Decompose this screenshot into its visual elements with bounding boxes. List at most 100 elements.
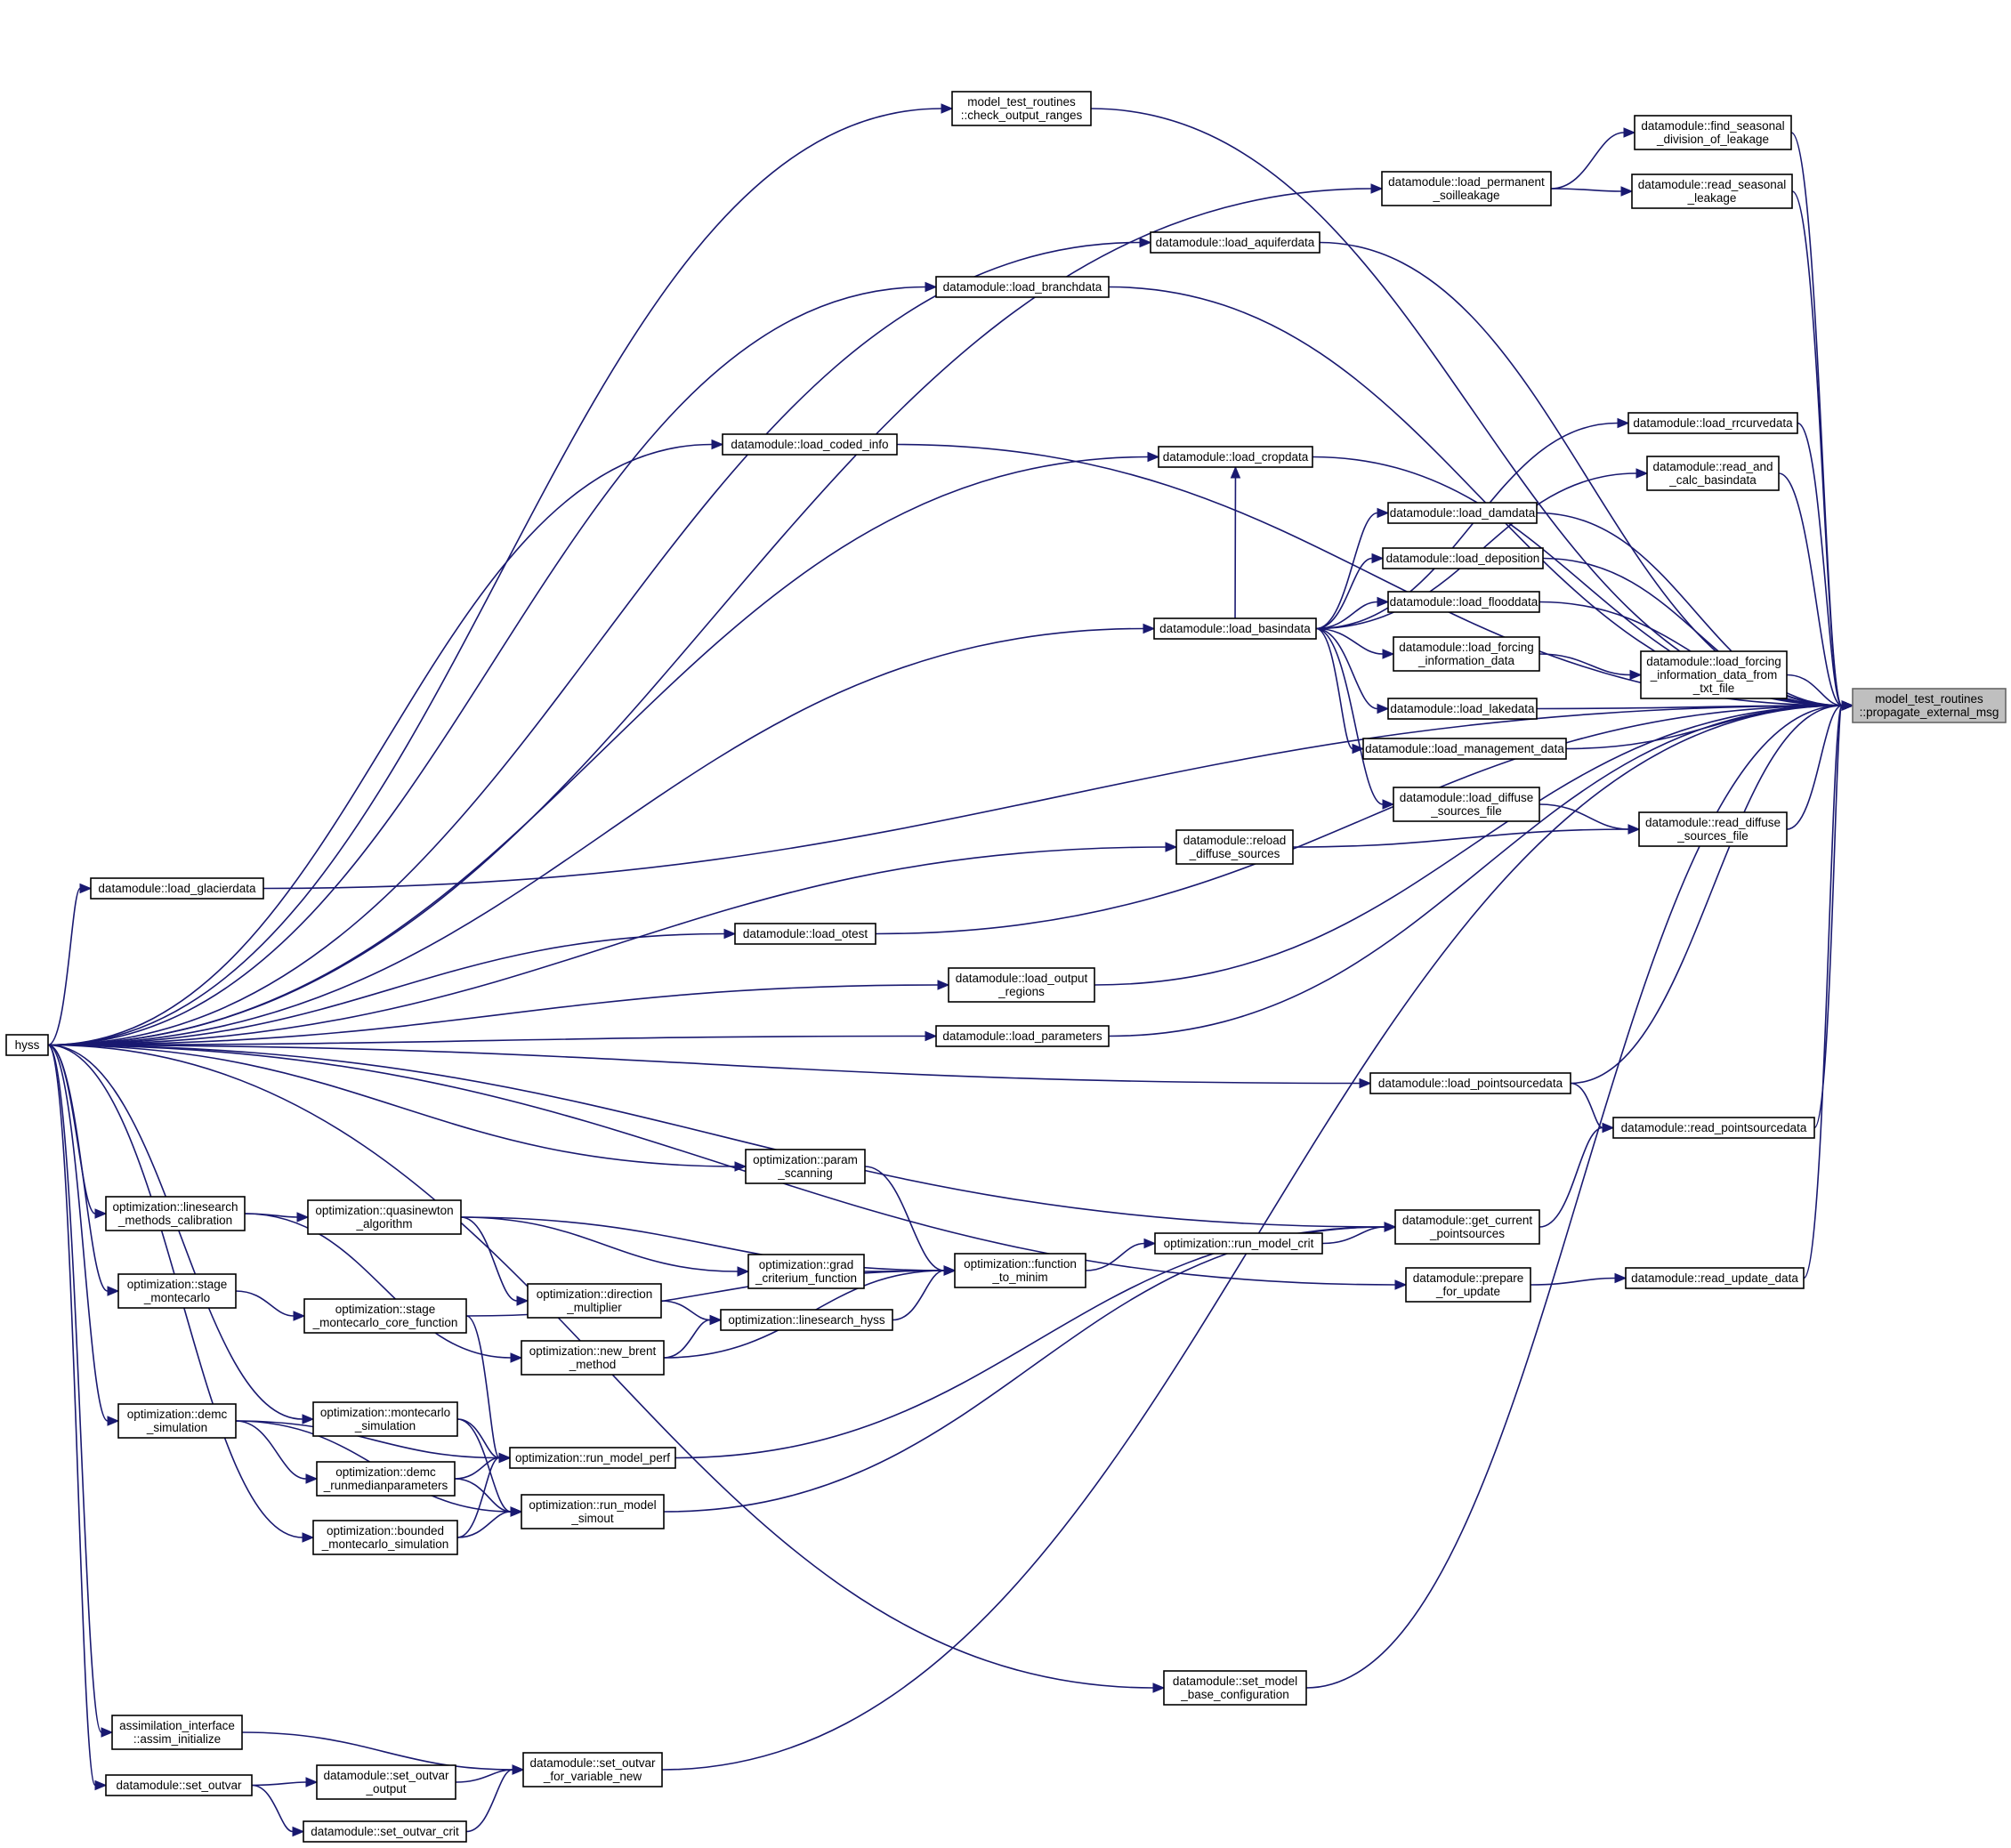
- node-load-rrcurvedata[interactable]: datamodule::load_rrcurvedata: [1627, 412, 1798, 434]
- node-load-output-regions[interactable]: datamodule::load_output_regions: [948, 967, 1095, 1003]
- arrowhead-icon: [510, 1506, 523, 1517]
- node-label: _division_of_leakage: [1656, 133, 1769, 146]
- node-load-forcing-txt[interactable]: datamodule::load_forcing_information_dat…: [1640, 650, 1788, 699]
- edge-hyss-to-load_otest: [47, 928, 737, 1046]
- node-bounded-mc[interactable]: optimization::bounded_montecarlo_simulat…: [312, 1520, 458, 1555]
- node-load-lakedata[interactable]: datamodule::load_lakedata: [1387, 698, 1538, 720]
- node-load-forcing[interactable]: datamodule::load_forcing_information_dat…: [1393, 636, 1540, 672]
- node-run-model-perf[interactable]: optimization::run_model_perf: [509, 1447, 676, 1469]
- node-load-aquiferdata[interactable]: datamodule::load_aquiferdata: [1150, 231, 1320, 254]
- node-box: [1405, 1267, 1531, 1303]
- node-load-management[interactable]: datamodule::load_management_data: [1362, 738, 1567, 760]
- edge-load_forcing-to-load_forcing_txt: [1539, 653, 1643, 681]
- node-load-coded-info[interactable]: datamodule::load_coded_info: [722, 433, 898, 456]
- node-direction-multiplier[interactable]: optimization::direction_multiplier: [527, 1283, 662, 1319]
- node-box: [1852, 688, 2007, 723]
- node-new-brent[interactable]: optimization::new_brent_method: [521, 1340, 665, 1376]
- node-check-output-ranges[interactable]: model_test_routines::check_output_ranges: [951, 91, 1092, 126]
- node-param-scanning[interactable]: optimization::param_scanning: [745, 1149, 866, 1184]
- node-box: [948, 967, 1095, 1003]
- node-label: _base_configuration: [1180, 1688, 1289, 1701]
- arrowhead-icon: [941, 103, 954, 114]
- node-grad-criterium[interactable]: optimization::grad_criterium_function: [747, 1254, 865, 1289]
- node-load-damdata[interactable]: datamodule::load_damdata: [1387, 502, 1538, 524]
- node-box: [117, 1273, 237, 1309]
- arrowhead-icon: [1614, 1272, 1627, 1284]
- node-load-flooddata[interactable]: datamodule::load_flooddata: [1387, 591, 1540, 613]
- node-load-basindata[interactable]: datamodule::load_basindata: [1153, 617, 1317, 640]
- edge-line: [47, 984, 939, 1046]
- edge-bounded_mc-to-run_model_simout: [456, 1506, 523, 1538]
- node-label: datamodule::load_glacierdata: [98, 882, 256, 895]
- node-load-otest[interactable]: datamodule::load_otest: [734, 923, 876, 945]
- node-read-update-data[interactable]: datamodule::read_update_data: [1625, 1267, 1805, 1289]
- node-load-diffuse[interactable]: datamodule::load_diffuse_sources_file: [1393, 787, 1540, 822]
- node-linesearch-hyss[interactable]: optimization::linesearch_hyss: [720, 1309, 893, 1331]
- node-linesearch-calib[interactable]: optimization::linesearch_methods_calibra…: [105, 1196, 246, 1231]
- node-quasinewton[interactable]: optimization::quasinewton_algorithm: [307, 1199, 462, 1235]
- edge-load_rrcurvedata-to-target: [1797, 422, 1854, 711]
- node-set-outvar-crit[interactable]: datamodule::set_outvar_crit: [303, 1820, 467, 1843]
- node-target[interactable]: model_test_routines::propagate_external_…: [1852, 688, 2007, 723]
- node-label: optimization::demc: [335, 1465, 436, 1479]
- edge-line: [1315, 627, 1353, 750]
- node-demc-runmedian[interactable]: optimization::demc_runmedianparameters: [316, 1461, 456, 1497]
- node-run-model-simout[interactable]: optimization::run_model_simout: [521, 1494, 665, 1529]
- node-read-diffuse[interactable]: datamodule::read_diffuse_sources_file: [1638, 811, 1788, 847]
- node-box: [1154, 1232, 1323, 1255]
- node-function-to-minim[interactable]: optimization::function_to_minim: [954, 1253, 1086, 1288]
- edge-line: [1108, 705, 1843, 1037]
- edge-line: [1315, 627, 1384, 655]
- arrowhead-icon: [293, 1311, 306, 1321]
- node-load-branchdata[interactable]: datamodule::load_branchdata: [935, 276, 1110, 298]
- arrowhead-icon: [1382, 799, 1395, 810]
- node-box: [1153, 617, 1317, 640]
- node-find-seasonal[interactable]: datamodule::find_seasonal_division_of_le…: [1634, 115, 1792, 150]
- edge-load_basindata-to-load_deposition: [1315, 553, 1385, 630]
- node-assim-initialize[interactable]: assimilation_interface::assim_initialize: [111, 1715, 243, 1750]
- node-set-outvar-output[interactable]: datamodule::set_outvar_output: [316, 1764, 456, 1800]
- edge-load_basindata-to-load_forcing: [1315, 627, 1395, 659]
- edge-line: [47, 443, 713, 1046]
- node-read-seasonal[interactable]: datamodule::read_seasonal_leakage: [1631, 174, 1793, 209]
- node-read-and-calc[interactable]: datamodule::read_and_calc_basindata: [1646, 456, 1780, 491]
- node-box: [1393, 636, 1540, 672]
- node-box: [935, 1025, 1110, 1047]
- edge-hyss-to-prepare_for_update: [47, 1044, 1408, 1290]
- node-read-pointsourcedata[interactable]: datamodule::read_pointsourcedata: [1612, 1117, 1815, 1139]
- edge-line: [47, 1044, 1396, 1286]
- node-label: datamodule::load_basindata: [1159, 622, 1311, 635]
- edge-load_basindata-to-load_flooddata: [1315, 596, 1390, 630]
- node-set-model-base[interactable]: datamodule::set_model_base_configuration: [1163, 1670, 1307, 1706]
- node-demc-simulation[interactable]: optimization::demc_simulation: [117, 1403, 237, 1439]
- edge-line: [47, 188, 1372, 1046]
- node-label: optimization::linesearch_hyss: [728, 1313, 885, 1327]
- edge-load_permanent-to-read_seasonal: [1550, 186, 1634, 197]
- node-label: datamodule::load_lakedata: [1390, 702, 1535, 715]
- edge-line: [251, 1784, 294, 1833]
- node-load-deposition[interactable]: datamodule::load_deposition: [1382, 547, 1544, 569]
- node-set-outvar[interactable]: datamodule::set_outvar: [105, 1774, 253, 1796]
- node-montecarlo-sim[interactable]: optimization::montecarlo_simulation: [312, 1401, 458, 1437]
- node-label: ::assim_initialize: [133, 1732, 221, 1746]
- node-load-glacierdata[interactable]: datamodule::load_glacierdata: [90, 877, 264, 900]
- node-get-current[interactable]: datamodule::get_current_pointsources: [1394, 1209, 1540, 1245]
- node-load-permanent[interactable]: datamodule::load_permanent_soilleakage: [1381, 171, 1552, 206]
- node-reload-diffuse[interactable]: datamodule::reload_diffuse_sources: [1175, 829, 1294, 865]
- edge-read_update_data-to-target: [1803, 700, 1854, 1279]
- node-load-cropdata[interactable]: datamodule::load_cropdata: [1158, 446, 1313, 468]
- node-label: optimization::quasinewton: [315, 1204, 453, 1217]
- node-run-model-crit[interactable]: optimization::run_model_crit: [1154, 1232, 1323, 1255]
- node-stage-montecarlo[interactable]: optimization::stage_montecarlo: [117, 1273, 237, 1309]
- node-hyss[interactable]: hyss: [5, 1034, 49, 1056]
- node-label: datamodule::load_management_data: [1365, 742, 1564, 755]
- edge-line: [1542, 557, 1843, 706]
- node-load-parameters[interactable]: datamodule::load_parameters: [935, 1025, 1110, 1047]
- arrowhead-icon: [94, 1779, 108, 1791]
- node-set-outvar-for[interactable]: datamodule::set_outvar_for_variable_new: [522, 1752, 663, 1787]
- node-load-pointsourcedata[interactable]: datamodule::load_pointsourcedata: [1369, 1072, 1571, 1094]
- node-prepare-for-update[interactable]: datamodule::prepare_for_update: [1405, 1267, 1531, 1303]
- edge-linesearch_calib-to-new_brent: [244, 1213, 523, 1363]
- node-stage-core[interactable]: optimization::stage_montecarlo_core_func…: [303, 1298, 467, 1334]
- arrowhead-icon: [1602, 1122, 1615, 1134]
